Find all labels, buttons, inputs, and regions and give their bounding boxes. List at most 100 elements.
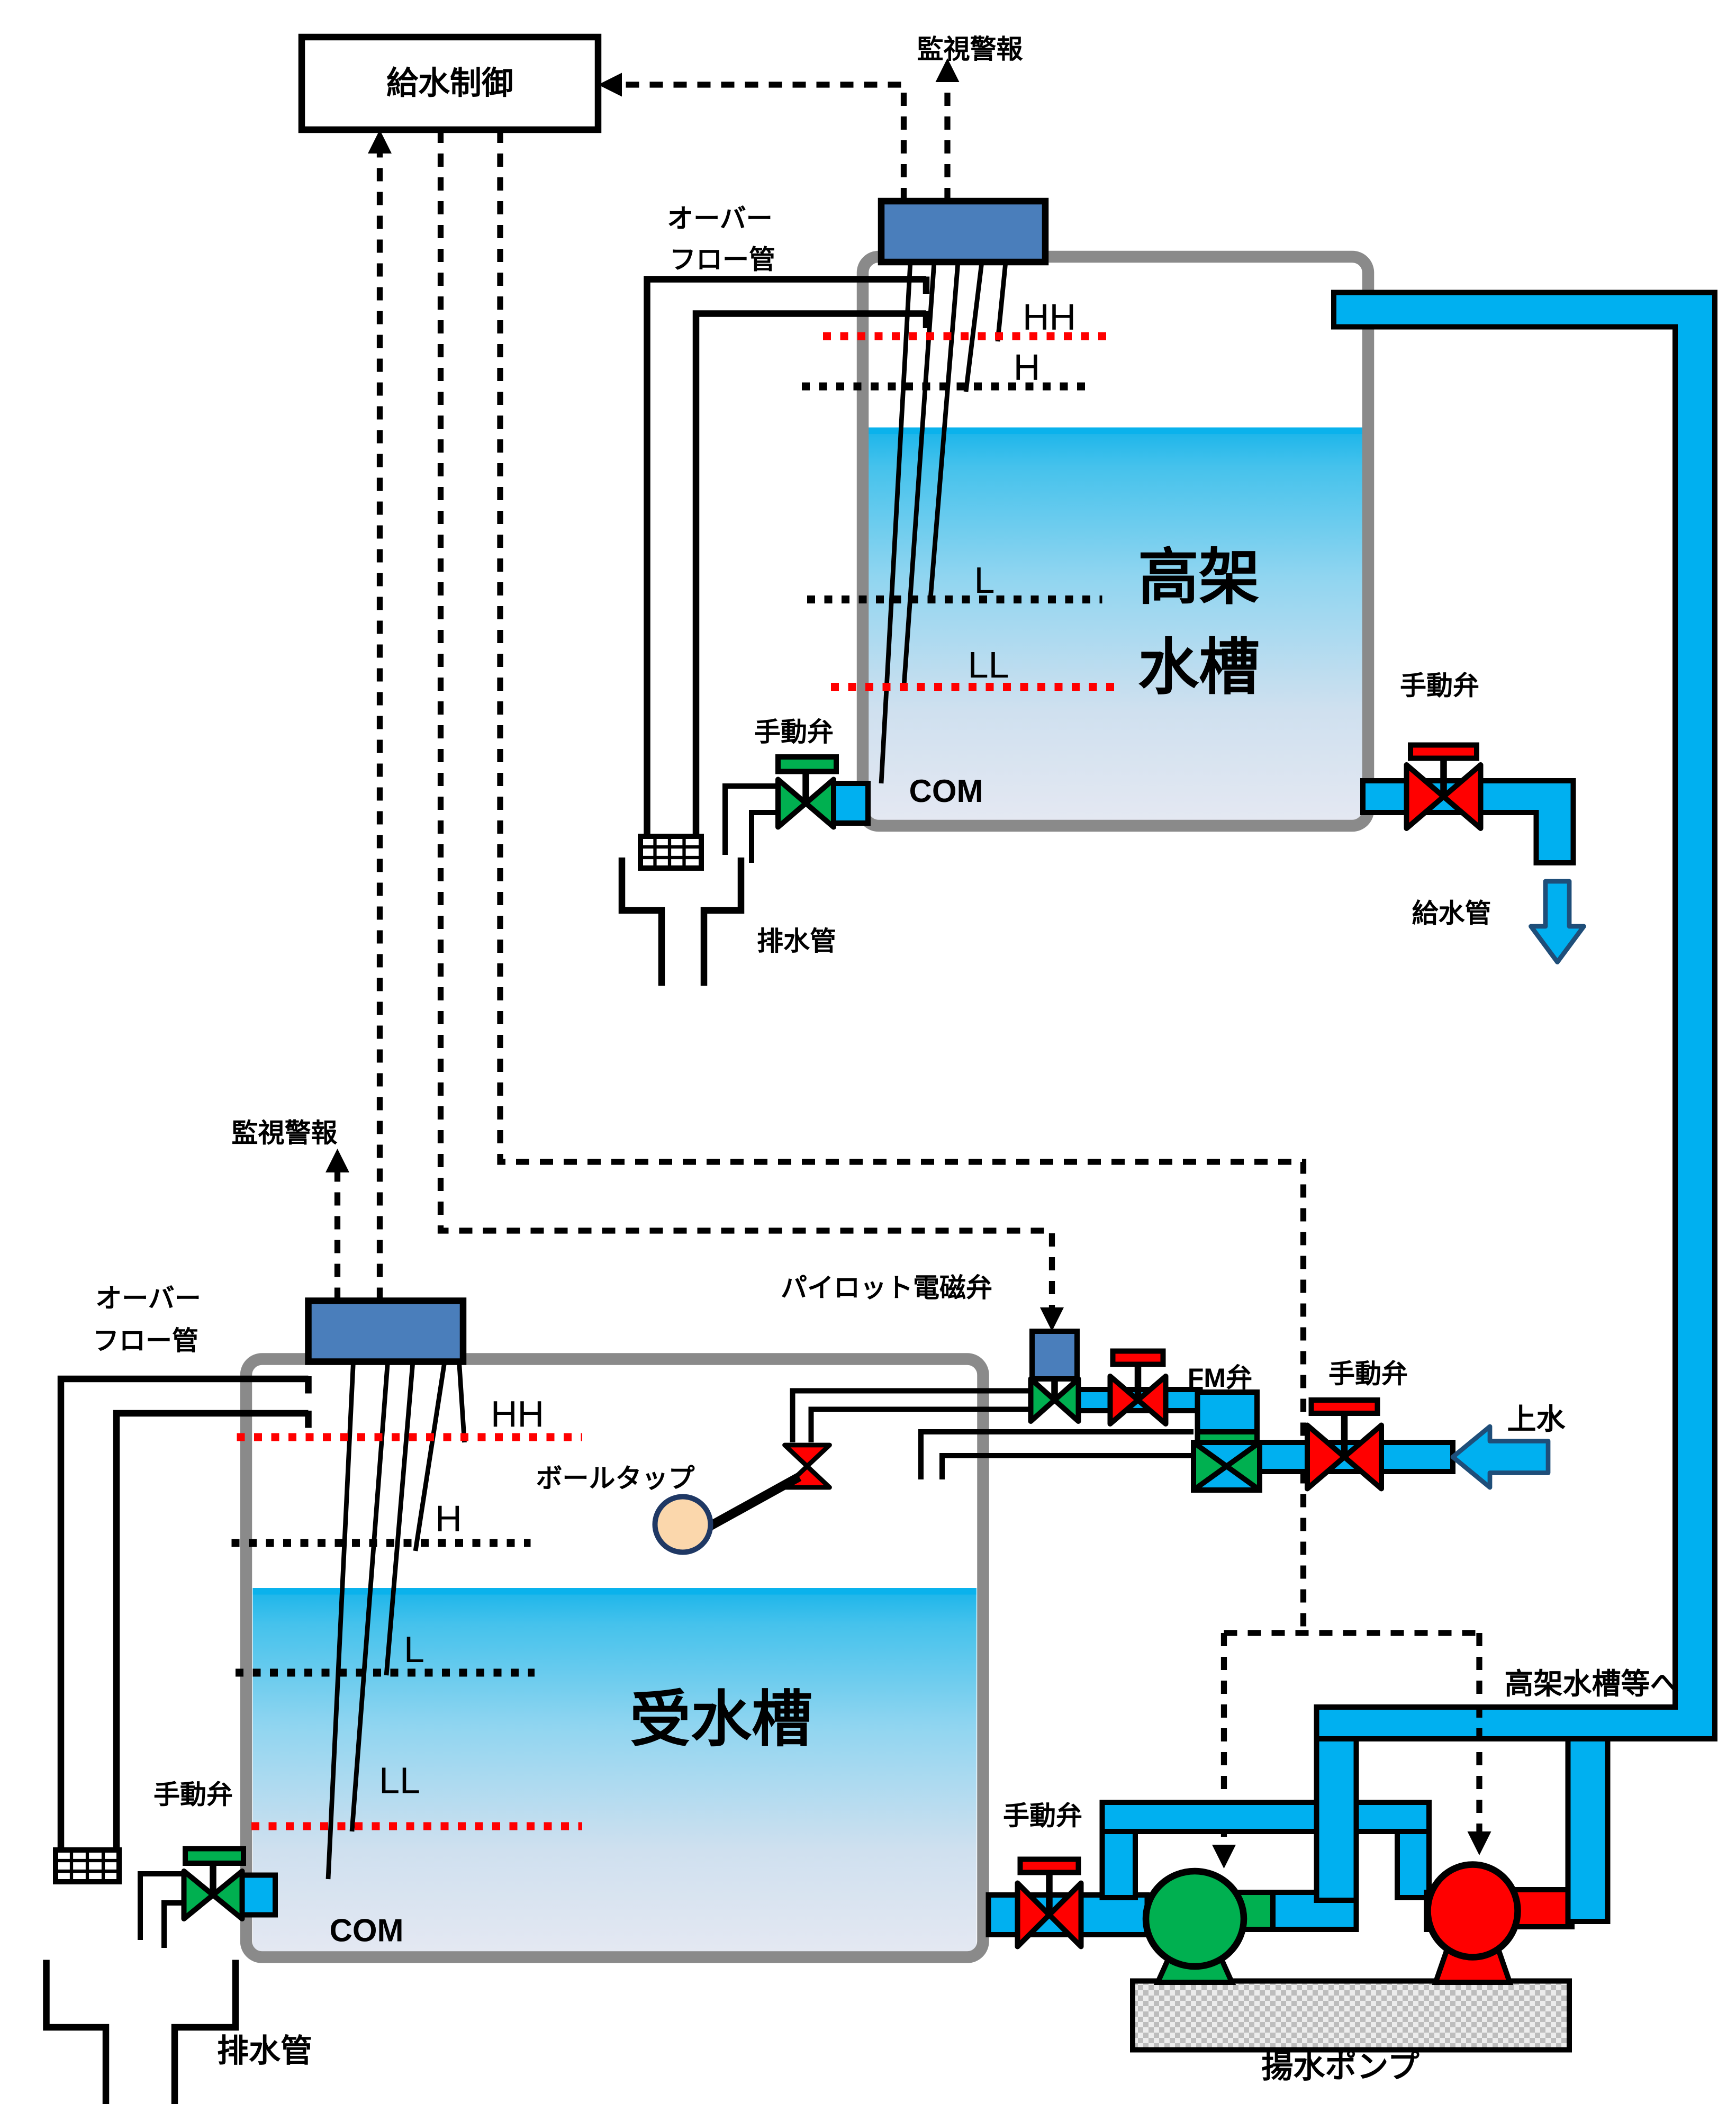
pump1-discharge-riser (1314, 1736, 1359, 1903)
pump2-icon (1424, 1861, 1521, 1961)
manual-valve-icon-suction (1015, 1856, 1084, 1949)
inlet-assembly (652, 1329, 1551, 1555)
pump-label: 揚水ポンプ (1261, 2049, 1419, 2084)
controller-label: 給水制御 (386, 66, 513, 101)
drain-drop-pipe-inner (161, 1900, 184, 1948)
city-water-label: 上水 (1507, 1403, 1566, 1436)
drain-pipe-label-lower: 排水管 (217, 2033, 312, 2069)
overflow-label-lower-1: オーバー (95, 1284, 201, 1313)
elevated-tank-outlet (1360, 742, 1586, 964)
drain-pipe-label-upper: 排水管 (757, 926, 836, 956)
elevated-tank-level-lines (802, 332, 1119, 691)
fill-line-pipe-inner (939, 1453, 1194, 1479)
manual-valve-label-suction: 手動弁 (1003, 1801, 1082, 1831)
signal-controller-to-pumps (497, 130, 1307, 1633)
level-label-l-upper: L (974, 559, 995, 601)
overflow-label-lower-2: フロー管 (93, 1326, 198, 1356)
fm-valve-label: FM弁 (1188, 1363, 1252, 1393)
signal-lines (334, 77, 1482, 1855)
arrowhead-alarm-top (935, 58, 960, 82)
receiving-tank-overflow-drain (43, 1375, 312, 2104)
arrowhead-into-controller-bottom (368, 130, 392, 154)
city-water-arrow-icon (1450, 1424, 1551, 1490)
riser-pipe-to-elevated-tank (1314, 290, 1717, 1741)
elevated-tank-overflow-drain (618, 276, 930, 986)
signal-arrowheads (326, 58, 1491, 1869)
overflow-pipe-inner (113, 1410, 309, 1850)
signal-upper-sensor-to-controller (611, 82, 907, 201)
pump-base (1130, 1978, 1572, 2053)
tank-name-upper-2: 水槽 (1138, 634, 1260, 701)
ball-tap-label: ボールタップ (536, 1464, 695, 1493)
pump1-icon (1142, 1867, 1247, 1970)
level-label-ll-upper: LL (968, 644, 1009, 685)
to-elevated-label: 高架水槽等へ (1504, 1667, 1679, 1700)
overflow-label-upper-2: フロー管 (670, 245, 775, 275)
pilot-line-pipe-outer (790, 1388, 1031, 1442)
drain-drop-pipe-inner (749, 810, 781, 863)
pump2-suction-drop (1395, 1829, 1432, 1900)
drain-funnel (43, 1960, 239, 2104)
level-label-h-lower: H (435, 1498, 462, 1539)
float-ball (652, 1494, 713, 1555)
pilot-solenoid-valve-icon (1028, 1329, 1081, 1424)
elevated-tank-wall (856, 250, 1375, 832)
overflow-pipe-outer (644, 276, 926, 836)
receiving-tank (240, 1353, 989, 1963)
fm-aux-valve-icon (1107, 1348, 1169, 1427)
manual-valve-label-lower-drain: 手動弁 (153, 1780, 233, 1810)
alarm-label-top: 監視警報 (917, 34, 1023, 64)
arrowhead-alarm-bottom (326, 1149, 349, 1172)
elevated-tank-level-sensor (878, 197, 1049, 784)
pump2-suction-bridge (1099, 1800, 1432, 1834)
manual-valve-label-upper-drain: 手動弁 (754, 717, 834, 747)
drain-drop-pipe-outer (722, 783, 781, 855)
controller-box (298, 33, 602, 133)
level-label-hh-upper: HH (1023, 296, 1076, 338)
level-label-com-lower: COM (330, 1913, 404, 1948)
pump-station (985, 1736, 1611, 2053)
tank-name-upper-1: 高架 (1138, 544, 1260, 611)
drain-stub-pipe (831, 781, 871, 826)
level-label-ll-lower: LL (379, 1760, 420, 1801)
overflow-strainer-icon (53, 1847, 122, 1884)
arrowhead-into-pilot-valve (1040, 1307, 1064, 1331)
manual-valve-label-inlet: 手動弁 (1328, 1359, 1408, 1389)
manual-valve-icon-inlet (1305, 1397, 1384, 1492)
manual-valve-label-upper-supply: 手動弁 (1400, 671, 1479, 701)
pilot-line-pipe-inner (808, 1406, 1031, 1442)
manual-valve-icon-supply (1404, 742, 1484, 831)
arrowhead-into-pump2 (1467, 1831, 1491, 1855)
overflow-label-upper-1: オーバー (667, 204, 773, 233)
drain-valve-receiving (181, 1846, 278, 1921)
level-label-l-lower: L (404, 1629, 424, 1670)
alarm-label-bottom: 監視警報 (232, 1118, 338, 1148)
level-label-hh-lower: HH (491, 1393, 544, 1434)
signal-controller-to-pilot-valve (437, 130, 1055, 1323)
overflow-pipe-inner (692, 310, 926, 836)
fill-line-pipe-outer (918, 1429, 1194, 1479)
receiving-tank-water (252, 1588, 976, 1952)
tank-name-lower: 受水槽 (630, 1686, 812, 1754)
receiving-tank-level-lines (231, 1433, 582, 1830)
level-labels: HH H L LL COM HH H L LL COM (330, 296, 1077, 1948)
arrowhead-into-pump1 (1212, 1845, 1236, 1869)
sensor-block (305, 1297, 467, 1365)
receiving-tank-water-surface (252, 1588, 976, 1595)
sensor-block (878, 197, 1049, 266)
ball-tap-icon (652, 1442, 832, 1555)
elevated-tank-water-surface (868, 427, 1363, 434)
drain-stub-pipe (238, 1872, 278, 1918)
fm-valve-icon (1191, 1440, 1262, 1493)
drain-valve-elevated (775, 754, 871, 830)
level-label-com-upper: COM (909, 773, 983, 809)
supply-flow-arrow-icon (1529, 879, 1586, 964)
overflow-strainer-icon (638, 834, 704, 871)
receiving-tank-wall (240, 1353, 989, 1963)
arrowhead-into-controller-right (598, 73, 622, 97)
level-label-h-upper: H (1014, 347, 1041, 388)
supply-pipe-label: 給水管 (1412, 899, 1491, 928)
elevated-tank (856, 250, 1375, 832)
drain-funnel (618, 858, 745, 986)
